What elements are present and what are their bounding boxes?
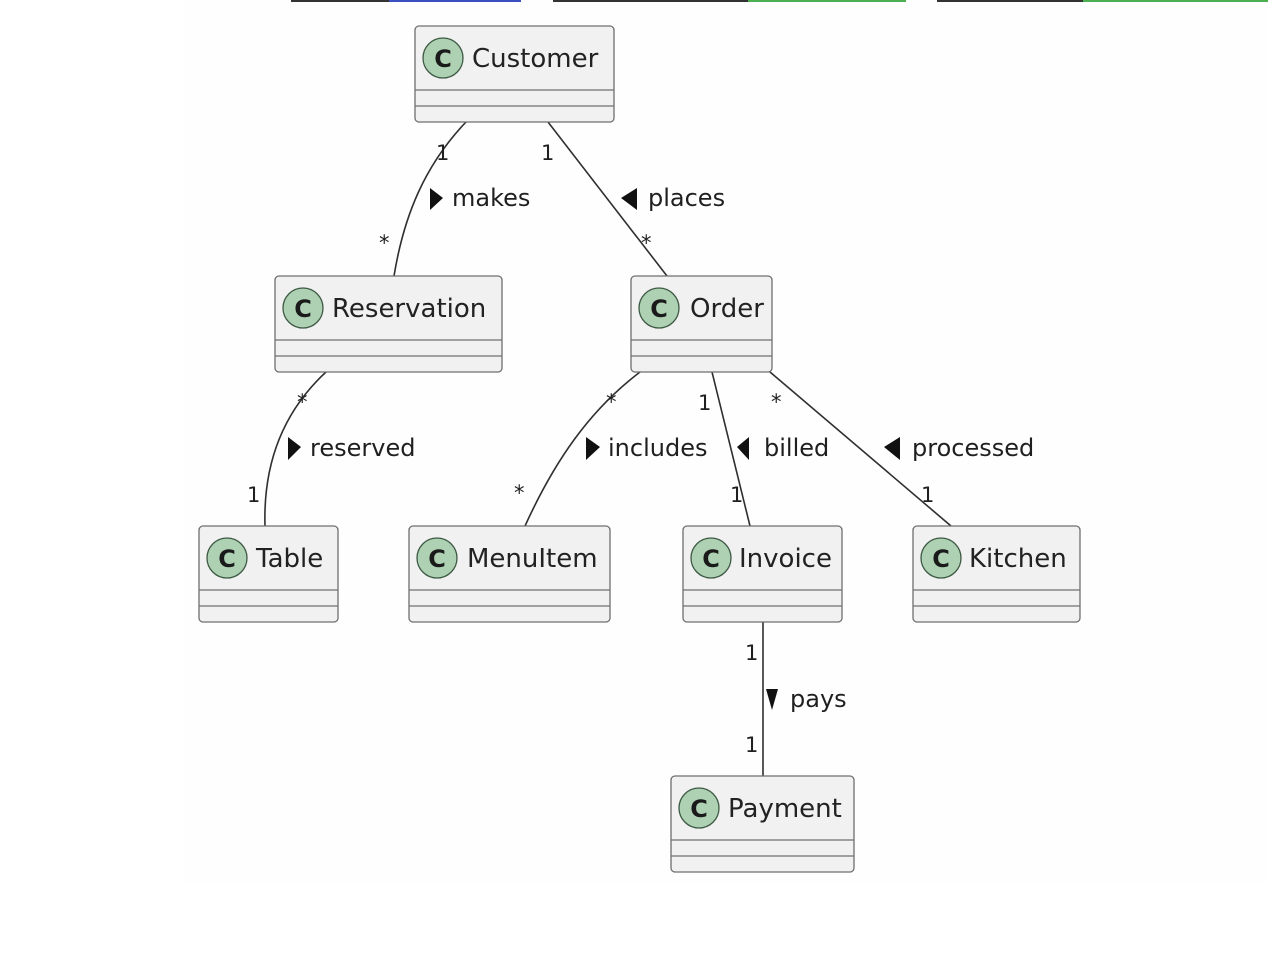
multiplicity-target: 1 xyxy=(921,483,934,507)
multiplicity-target: 1 xyxy=(247,483,260,507)
class-payment[interactable]: C Payment xyxy=(670,775,855,873)
stereotype-glyph: C xyxy=(650,295,668,323)
class-stereotype-icon xyxy=(206,537,248,579)
association-label: reserved xyxy=(310,434,415,462)
tab-indicator-1-active[interactable] xyxy=(389,0,521,2)
association-processed[interactable]: * 1 processed xyxy=(769,371,1034,527)
association-reserved[interactable]: * 1 reserved xyxy=(247,371,415,527)
direction-arrow-icon xyxy=(884,437,900,460)
tab-indicator-3[interactable] xyxy=(937,0,1083,2)
association-label: makes xyxy=(452,184,530,212)
class-kitchen[interactable]: C Kitchen xyxy=(912,525,1081,623)
multiplicity-source: 1 xyxy=(436,141,449,165)
class-name: Table xyxy=(255,544,323,574)
multiplicity-source: 1 xyxy=(541,141,554,165)
class-stereotype-icon xyxy=(638,287,680,329)
association-pays[interactable]: 1 1 pays xyxy=(745,622,847,776)
tab-indicator-2-active[interactable] xyxy=(748,0,906,2)
association-label: places xyxy=(648,184,725,212)
association-label: pays xyxy=(790,685,847,713)
multiplicity-target: 1 xyxy=(745,733,758,757)
class-stereotype-icon xyxy=(678,787,720,829)
class-name: Invoice xyxy=(739,544,832,574)
stereotype-glyph: C xyxy=(702,545,720,573)
class-table[interactable]: C Table xyxy=(198,525,339,623)
multiplicity-source: * xyxy=(297,390,308,414)
direction-arrow-icon xyxy=(288,437,301,460)
class-name: Reservation xyxy=(332,294,486,324)
stereotype-glyph: C xyxy=(690,795,708,823)
class-name: MenuItem xyxy=(467,544,598,574)
class-stereotype-icon xyxy=(920,537,962,579)
multiplicity-target: * xyxy=(514,481,525,505)
association-label: processed xyxy=(912,434,1034,462)
class-menuitem[interactable]: C MenuItem xyxy=(408,525,611,623)
stereotype-glyph: C xyxy=(932,545,950,573)
tab-indicator-3-active[interactable] xyxy=(1083,0,1268,2)
multiplicity-source: * xyxy=(771,390,782,414)
multiplicity-target: * xyxy=(641,231,652,255)
class-stereotype-icon xyxy=(690,537,732,579)
association-label: includes xyxy=(608,434,707,462)
association-makes[interactable]: 1 * makes xyxy=(379,121,530,277)
class-order[interactable]: C Order xyxy=(630,275,773,373)
class-name: Kitchen xyxy=(969,544,1067,574)
direction-arrow-icon xyxy=(621,188,637,210)
class-customer[interactable]: C Customer xyxy=(414,25,615,123)
class-name: Customer xyxy=(472,44,599,74)
association-includes[interactable]: * * includes xyxy=(514,371,707,527)
direction-arrow-icon xyxy=(586,437,600,460)
class-name: Order xyxy=(690,294,764,324)
multiplicity-source: 1 xyxy=(745,641,758,665)
stereotype-glyph: C xyxy=(434,45,452,73)
stereotype-glyph: C xyxy=(428,545,446,573)
class-invoice[interactable]: C Invoice xyxy=(682,525,843,623)
multiplicity-target: * xyxy=(379,231,390,255)
association-billed[interactable]: 1 1 billed xyxy=(698,371,829,527)
stereotype-glyph: C xyxy=(294,295,312,323)
multiplicity-source: 1 xyxy=(698,391,711,415)
association-label: billed xyxy=(764,434,829,462)
multiplicity-source: * xyxy=(606,390,617,414)
direction-arrow-icon xyxy=(430,188,443,210)
tab-indicator-1[interactable] xyxy=(291,0,389,2)
class-stereotype-icon xyxy=(282,287,324,329)
direction-arrow-icon xyxy=(766,689,778,710)
tab-indicator-2[interactable] xyxy=(553,0,748,2)
class-name: Payment xyxy=(728,794,842,824)
class-stereotype-icon xyxy=(416,537,458,579)
class-stereotype-icon xyxy=(422,37,464,79)
diagram-panel xyxy=(183,0,1268,882)
class-reservation[interactable]: C Reservation xyxy=(274,275,503,373)
stereotype-glyph: C xyxy=(218,545,236,573)
association-places[interactable]: 1 * places xyxy=(541,121,725,277)
multiplicity-target: 1 xyxy=(730,483,743,507)
direction-arrow-icon xyxy=(737,437,749,460)
